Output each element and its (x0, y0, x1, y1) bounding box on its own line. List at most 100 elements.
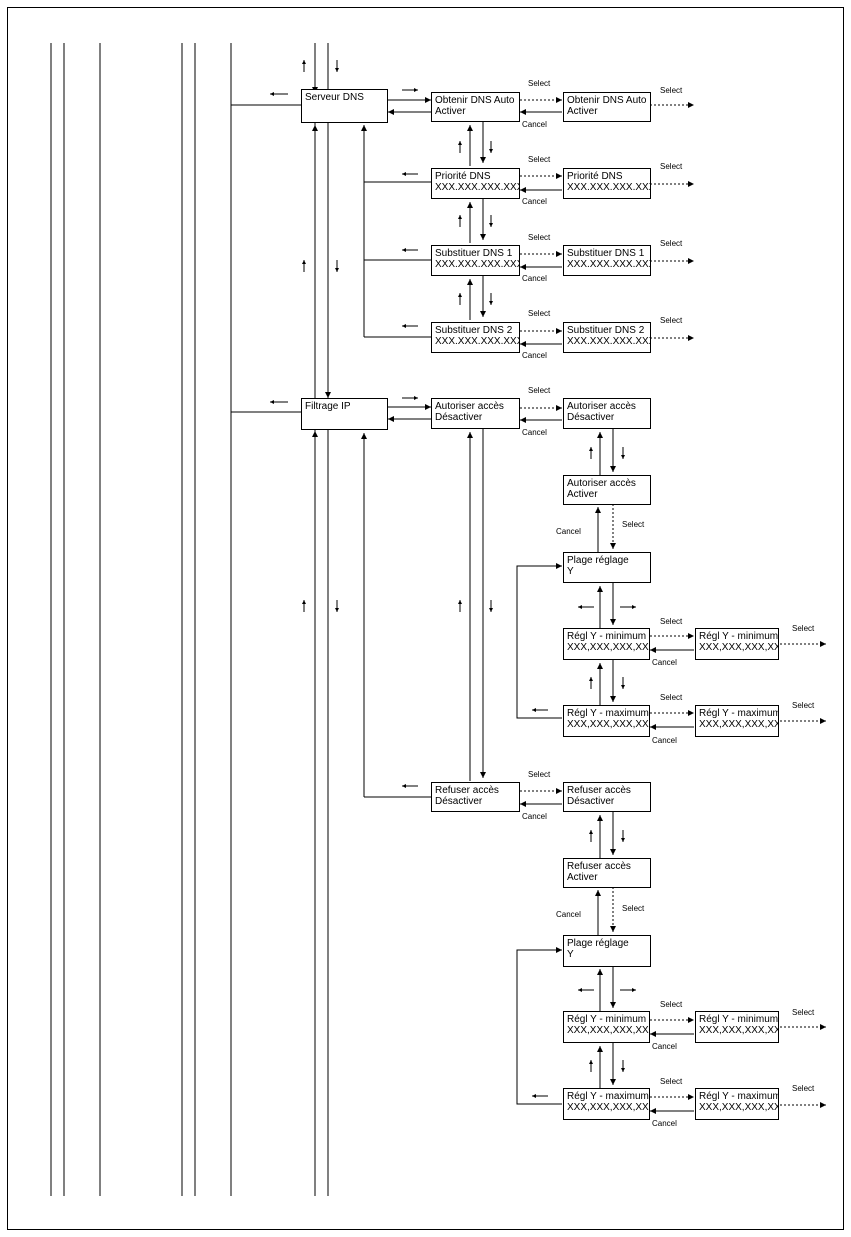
page-frame (7, 7, 844, 1230)
node-line2: Activer (567, 489, 598, 500)
cancel-label: Cancel (522, 197, 547, 206)
node-refuser-acces-activer: Refuser accès Activer (563, 858, 651, 888)
node-line1: Priorité DNS (435, 171, 491, 182)
cancel-label: Cancel (522, 812, 547, 821)
cancel-label: Cancel (556, 910, 581, 919)
select-label: Select (660, 316, 683, 325)
select-label: Select (528, 309, 551, 318)
node-refuser-acces: Refuser accès Désactiver (431, 782, 520, 812)
select-label: Select (622, 520, 645, 529)
node-obtenir-dns-auto: Obtenir DNS Auto Activer (431, 92, 520, 122)
node-line2: XXX,XXX,XXX,XXX (699, 642, 779, 653)
select-label: Select (660, 86, 683, 95)
node-line1: Refuser accès (567, 785, 631, 796)
node-line2: XXX,XXX,XXX,XXX (567, 719, 650, 730)
node-line1: Régl Y - minimum (699, 631, 779, 642)
node-line1: Plage réglage (567, 938, 629, 949)
select-label: Select (660, 162, 683, 171)
node-line2: XXX,XXX,XXX,XXX (567, 1025, 650, 1036)
cancel-label: Cancel (522, 274, 547, 283)
main-flow-lines (231, 43, 331, 1196)
node-line2: Désactiver (567, 412, 615, 423)
node-line2: XXX.XXX.XXX.XXX (435, 336, 520, 347)
node-line1: Substituer DNS 1 (435, 248, 513, 259)
cancel-label: Cancel (556, 527, 581, 536)
node-line2: XXX.XXX.XXX.XXX (567, 182, 651, 193)
select-label: Select (528, 386, 551, 395)
node-substituer-dns-1-selected: Substituer DNS 1 XXX.XXX.XXX.XXX (563, 245, 651, 276)
select-label: Select (528, 155, 551, 164)
node-obtenir-dns-auto-selected: Obtenir DNS Auto Activer (563, 92, 651, 122)
node-line1: Régl Y - maximum (699, 1091, 779, 1102)
node-autoriser-acces: Autoriser accès Désactiver (431, 398, 520, 429)
select-label: Select (660, 1077, 683, 1086)
node-line1: Régl Y - minimum (567, 631, 647, 642)
direction-arrows (270, 60, 636, 1098)
select-label: Select (660, 239, 683, 248)
select-label: Select (528, 770, 551, 779)
node-substituer-dns-1: Substituer DNS 1 XXX.XXX.XXX.XXX (431, 245, 520, 276)
cancel-label: Cancel (522, 351, 547, 360)
node-refuser-acces-selected: Refuser accès Désactiver (563, 782, 651, 812)
select-label: Select (622, 904, 645, 913)
node-priorite-dns: Priorité DNS XXX.XXX.XXX.XXX (431, 168, 520, 199)
node-filtrage-ip: Filtrage IP (301, 398, 388, 430)
select-label: Select (660, 693, 683, 702)
node-regl-min-1: Régl Y - minimum XXX,XXX,XXX,XXX (563, 628, 650, 660)
node-line2: XXX,XXX,XXX,XXX (567, 642, 650, 653)
cancel-label: Cancel (522, 120, 547, 129)
node-priorite-dns-selected: Priorité DNS XXX.XXX.XXX.XXX (563, 168, 651, 199)
node-line2: XXX.XXX.XXX.XXX (435, 182, 520, 193)
cancel-label: Cancel (652, 1042, 677, 1051)
node-regl-min-2-selected: Régl Y - minimum XXX,XXX,XXX,XXX (695, 1011, 779, 1043)
node-substituer-dns-2-selected: Substituer DNS 2 XXX.XXX.XXX.XXX (563, 322, 651, 353)
node-plage-reglage-2: Plage réglage Y (563, 935, 651, 967)
node-line2: Y (567, 949, 574, 960)
node-line1: Régl Y - minimum (699, 1014, 779, 1025)
node-line1: Substituer DNS 2 (567, 325, 645, 336)
node-line1: Refuser accès (567, 861, 631, 872)
menu-level-lines (50, 43, 232, 1196)
node-line2: XXX,XXX,XXX,XXX (567, 1102, 650, 1113)
cancel-label: Cancel (652, 658, 677, 667)
node-line1: Plage réglage (567, 555, 629, 566)
node-line1: Substituer DNS 1 (567, 248, 645, 259)
dns-connectors (361, 97, 694, 347)
node-regl-min-1-selected: Régl Y - minimum XXX,XXX,XXX,XXX (695, 628, 779, 660)
node-line2: XXX,XXX,XXX,XXX (699, 719, 779, 730)
select-label: Select (792, 1084, 815, 1093)
autoriser-connectors (516, 429, 826, 730)
node-substituer-dns-2: Substituer DNS 2 XXX.XXX.XXX.XXX (431, 322, 520, 353)
node-line2: Activer (435, 106, 466, 117)
filtrage-connectors (361, 404, 562, 807)
node-line2: XXX.XXX.XXX.XXX (435, 259, 520, 270)
select-label: Select (660, 1000, 683, 1009)
node-line2: XXX,XXX,XXX,XXX (699, 1025, 779, 1036)
node-line1: Autoriser accès (567, 478, 636, 489)
node-line1: Substituer DNS 2 (435, 325, 513, 336)
node-line1: Régl Y - minimum (567, 1014, 647, 1025)
cancel-label: Cancel (652, 736, 677, 745)
node-regl-min-2: Régl Y - minimum XXX,XXX,XXX,XXX (563, 1011, 650, 1043)
select-label: Select (528, 233, 551, 242)
node-line1: Obtenir DNS Auto (435, 95, 515, 106)
node-regl-max-1: Régl Y - maximum XXX,XXX,XXX,XXX (563, 705, 650, 737)
node-line2: Activer (567, 872, 598, 883)
node-regl-max-2: Régl Y - maximum XXX,XXX,XXX,XXX (563, 1088, 650, 1120)
select-label: Select (792, 624, 815, 633)
node-line2: XXX.XXX.XXX.XXX (567, 336, 651, 347)
node-line1: Autoriser accès (435, 401, 504, 412)
node-line2: Y (567, 566, 574, 577)
node-line1: Régl Y - maximum (567, 1091, 649, 1102)
cancel-label: Cancel (522, 428, 547, 437)
node-line1: Régl Y - maximum (567, 708, 649, 719)
node-autoriser-acces-activer: Autoriser accès Activer (563, 475, 651, 505)
select-label: Select (792, 701, 815, 710)
node-line1: Filtrage IP (305, 401, 351, 412)
node-line1: Priorité DNS (567, 171, 623, 182)
node-line2: XXX.XXX.XXX.XXX (567, 259, 651, 270)
node-serveur-dns: Serveur DNS (301, 89, 388, 123)
node-line1: Régl Y - maximum (699, 708, 779, 719)
node-line1: Refuser accès (435, 785, 499, 796)
